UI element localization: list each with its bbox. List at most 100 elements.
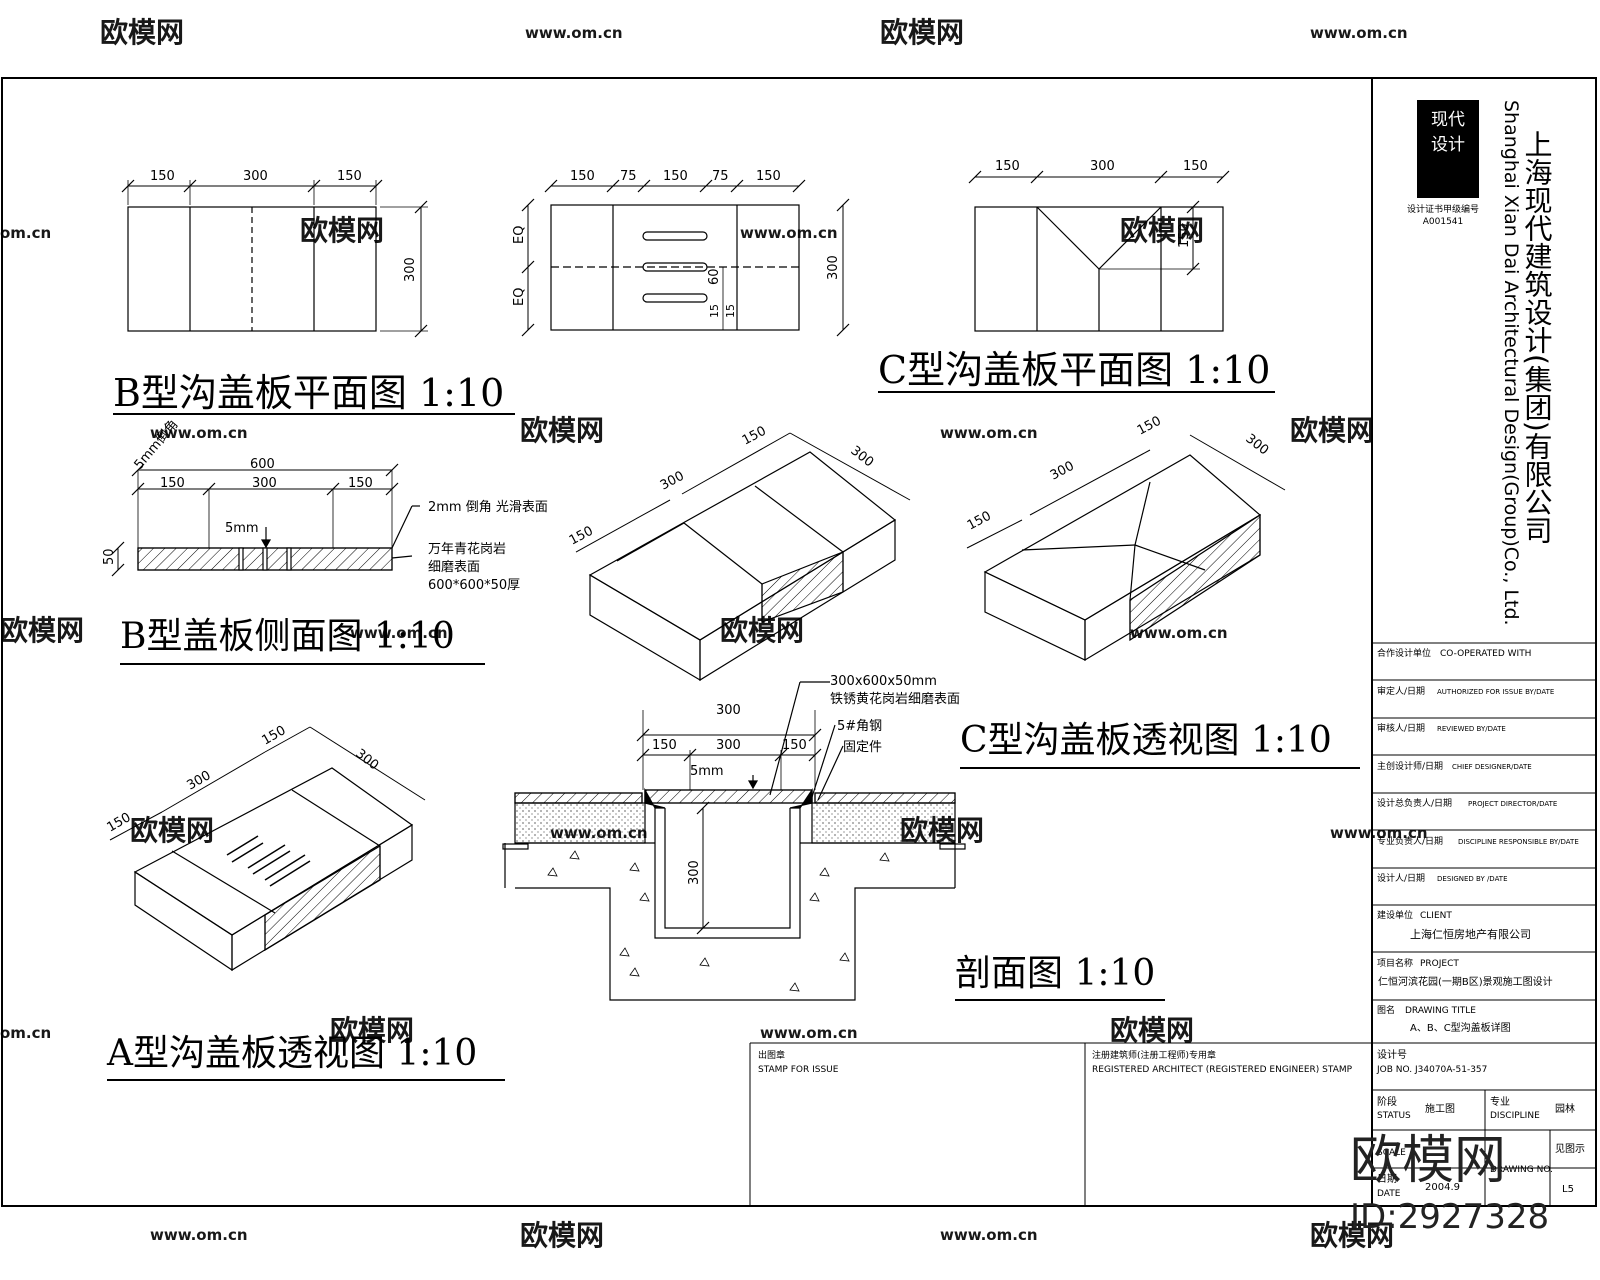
iso-c-view xyxy=(966,434,1286,662)
watermark-url: www.om.cn xyxy=(1130,624,1228,642)
tb-label: JOB NO. xyxy=(1376,1065,1412,1075)
tb-label: REVIEWED BY/DATE xyxy=(1437,725,1506,733)
tb-label: 日期 xyxy=(1377,1173,1397,1185)
job-value: J34070A-51-357 xyxy=(1414,1065,1487,1075)
watermark-brand: 欧模网 xyxy=(0,614,84,647)
tb-label: 审定人/日期 xyxy=(1377,685,1425,697)
dim-label: 150 xyxy=(965,509,994,534)
watermark-brand: 欧模网 xyxy=(520,414,604,447)
discipline-value: 园林 xyxy=(1555,1102,1575,1115)
titleblock-grid xyxy=(749,642,1596,1206)
watermark-brand: 欧模网 xyxy=(1120,214,1204,247)
dim-label: 60 xyxy=(707,268,722,285)
tb-label: PROJECT xyxy=(1420,959,1459,969)
note-text: 固定件 xyxy=(843,740,882,755)
logo-number: A001541 xyxy=(1423,217,1464,227)
a-iso-title: A型沟盖板透视图 1:10 xyxy=(106,1033,477,1074)
b-side-view xyxy=(111,463,420,577)
dim-label: 150 xyxy=(348,476,373,491)
dim-label: 600 xyxy=(250,457,275,472)
tb-label: DISCIPLINE RESPONSIBLE BY/DATE xyxy=(1458,838,1579,846)
logo-text: 设计 xyxy=(1431,135,1465,155)
dim-label: 150 xyxy=(1135,414,1164,439)
dim-label: EQ xyxy=(512,226,527,244)
dim-label: 150 xyxy=(1177,223,1192,248)
tb-label: 项目名称 xyxy=(1377,957,1413,969)
dim-label: 150 xyxy=(570,169,595,184)
dim-label: 150 xyxy=(1183,159,1208,174)
watermark-url: www.om.cn xyxy=(940,424,1038,442)
tb-label: DESIGNED BY /DATE xyxy=(1437,875,1508,883)
dim-label: 150 xyxy=(337,169,362,184)
dim-label: 150 xyxy=(160,476,185,491)
tb-label: SCALE xyxy=(1377,1148,1406,1158)
tb-label: 出图章 xyxy=(758,1049,785,1061)
dim-label: 150 xyxy=(260,723,289,748)
dim-label: 300 xyxy=(252,476,277,491)
watermark-brand: 欧模网 xyxy=(520,1219,604,1252)
note-text: 600*600*50厚 xyxy=(428,578,520,593)
tb-label: 专业负责人/日期 xyxy=(1377,835,1443,847)
dim-label: 300 xyxy=(1048,459,1077,484)
watermark-brand: 欧模网 xyxy=(1310,1219,1394,1252)
logo-caption: 设计证书甲级编号 xyxy=(1407,203,1479,215)
b-side-title: B型盖板侧面图 1:10 xyxy=(120,616,455,657)
dim-label: 300 xyxy=(716,703,741,718)
tb-label: CLIENT xyxy=(1420,911,1452,921)
company-logo: 现代 设计 设计证书甲级编号 A001541 xyxy=(1407,100,1479,227)
iso-b-view xyxy=(575,432,911,682)
tb-label: 注册建筑师(注册工程师)专用章 xyxy=(1092,1049,1216,1061)
iso-a-view xyxy=(109,726,426,972)
watermark-url: www.om.cn xyxy=(350,624,448,642)
dim-label: 150 xyxy=(995,159,1020,174)
tb-label: STAMP FOR ISSUE xyxy=(758,1065,839,1075)
dim-label: 15 xyxy=(708,304,721,318)
watermark-url: www.om.cn xyxy=(150,424,248,442)
watermark-url: www.om.cn xyxy=(760,1024,858,1042)
dim-label: 75 xyxy=(620,169,637,184)
gap-label: 5mm xyxy=(225,521,259,536)
tb-label: CHIEF DESIGNER/DATE xyxy=(1452,763,1532,771)
watermark-url: www.om.cn xyxy=(525,24,623,42)
dim-label: 300 xyxy=(243,169,268,184)
dim-label: 300 xyxy=(658,469,687,494)
dim-label: 300 xyxy=(848,443,877,470)
watermark-brand: 欧模网 xyxy=(100,16,184,49)
section-view xyxy=(502,681,966,1001)
c-plan-title: C型沟盖板平面图 1:10 xyxy=(878,348,1271,392)
watermark-url: om.cn xyxy=(0,224,51,242)
titleblock-rows: 合作设计单位 CO-OPERATED WITH 审定人/日期 AUTHORIZE… xyxy=(758,647,1585,1199)
tb-label: 主创设计师/日期 xyxy=(1377,760,1443,772)
note-text: 万年青花岗岩 xyxy=(428,541,506,557)
c-plan-view xyxy=(968,170,1230,332)
note-text: 细磨表面 xyxy=(428,560,480,575)
dim-label: 150 xyxy=(740,424,769,449)
dim-label: 150 xyxy=(652,738,677,753)
section-title: 剖面图 1:10 xyxy=(955,953,1155,994)
date-value: 2004.9 xyxy=(1425,1182,1460,1193)
big-watermark: 欧模网 xyxy=(1350,1131,1506,1191)
status-value: 施工图 xyxy=(1425,1102,1455,1115)
tb-label: 专业 xyxy=(1490,1095,1510,1108)
dim-label: 150 xyxy=(756,169,781,184)
tb-label: CO-OPERATED WITH xyxy=(1440,649,1531,659)
tb-label: PROJECT DIRECTOR/DATE xyxy=(1468,800,1557,808)
dim-label: EQ xyxy=(512,288,527,306)
watermark-brand: 欧模网 xyxy=(1290,414,1374,447)
middle-plan-view xyxy=(521,179,850,337)
tb-label: 图名 xyxy=(1377,1004,1395,1016)
tb-label: 建设单位 xyxy=(1377,909,1413,921)
tb-label: DISCIPLINE xyxy=(1490,1111,1540,1121)
dim-label: 300 xyxy=(716,738,741,753)
watermark-brand: 欧模网 xyxy=(130,814,214,847)
project-value: 仁恒河滨花园(一期B区)景观施工图设计 xyxy=(1378,975,1553,988)
note-text: 5#角钢 xyxy=(837,719,882,734)
watermark-url: www.om.cn xyxy=(740,224,838,242)
logo-text: 现代 xyxy=(1431,110,1465,130)
watermark-brand: 欧模网 xyxy=(300,214,384,247)
watermark-id: ID:2927328 xyxy=(1350,1197,1549,1237)
c-iso-title: C型沟盖板透视图 1:10 xyxy=(960,720,1332,761)
note-text: 300x600x50mm xyxy=(830,674,937,689)
watermark-url: www.om.cn xyxy=(1330,824,1428,842)
dim-label: 300 xyxy=(826,255,841,280)
